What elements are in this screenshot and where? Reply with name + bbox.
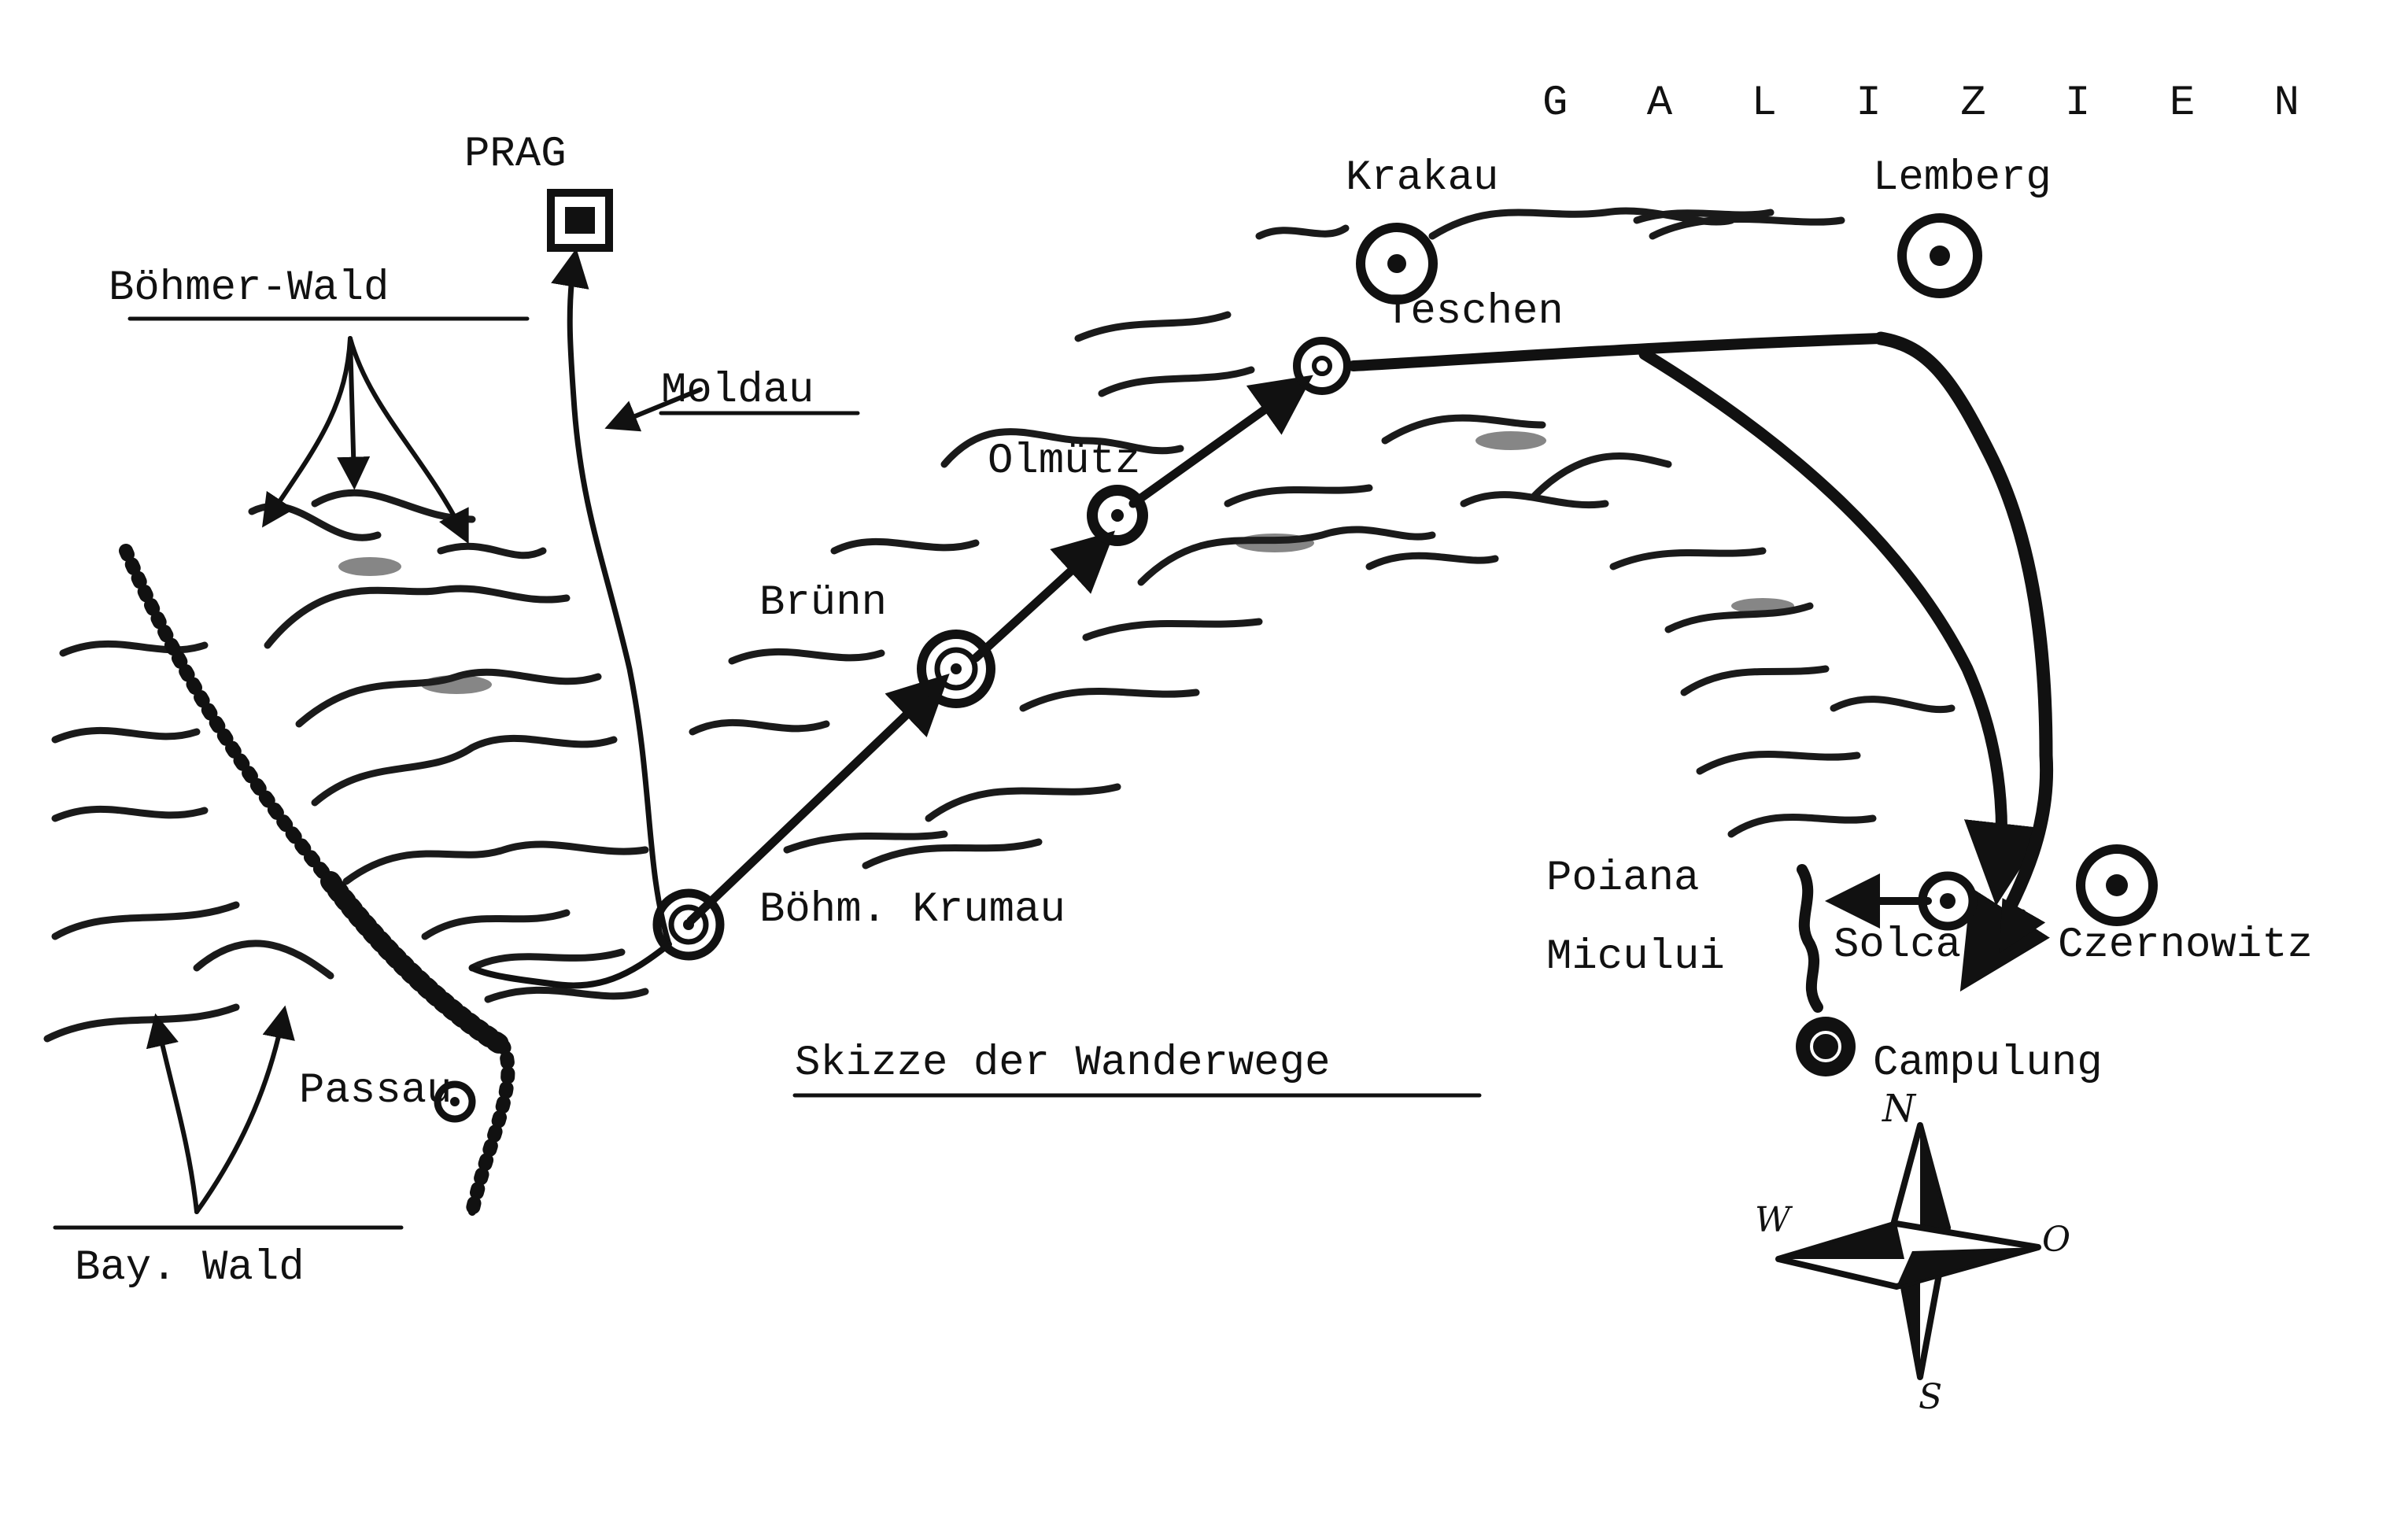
passau-marker (434, 1080, 476, 1123)
ridge (421, 909, 571, 940)
mountain-ridges (43, 207, 1956, 1043)
label-lemberg: Lemberg (1873, 154, 2052, 202)
label-passau: Passau (299, 1067, 452, 1115)
ridge (1224, 484, 1373, 508)
ridge (311, 734, 618, 807)
ridge (51, 805, 209, 822)
ridge (1098, 366, 1255, 397)
label-teschen: Teschen (1385, 288, 1564, 336)
place-labels: G A L I Z I E N PRAG Böhmer-Wald Moldau … (75, 79, 2326, 1292)
ridge (830, 537, 980, 555)
label-campulung: Campulung (1873, 1039, 2103, 1087)
mountain-shading (338, 431, 1794, 694)
label-boehm-krumau: Böhm. Krumau (759, 886, 1066, 934)
ridge (689, 718, 830, 736)
moldau-river-route (551, 248, 672, 947)
compass-east: O (2042, 1220, 2070, 1260)
ridge (1830, 696, 1956, 714)
prag-marker (547, 189, 613, 252)
label-olmuetz: Olmütz (988, 438, 1140, 486)
ridge (1074, 311, 1232, 342)
campulung-marker (1796, 1017, 1856, 1076)
ridge (728, 648, 885, 665)
label-bay-wald: Bay. Wald (75, 1244, 305, 1292)
label-prag: PRAG (464, 131, 567, 179)
compass-south: S (1919, 1377, 1942, 1417)
bay-wald-arrows (146, 1005, 295, 1214)
compass-west: W (1755, 1200, 1793, 1240)
ridge (1082, 618, 1263, 641)
ridge (342, 840, 649, 885)
label-moldau: Moldau (661, 367, 814, 415)
ridge (51, 726, 201, 744)
label-boehmer-wald: Böhmer-Wald (109, 264, 389, 312)
krumau-outflow (469, 941, 672, 989)
krakau-marker (1356, 223, 1438, 305)
label-krakau: Krakau (1346, 154, 1498, 202)
ridge (1680, 665, 1830, 696)
ridge (264, 585, 571, 649)
label-poiana: Poiana (1546, 855, 1699, 903)
ridge (437, 542, 547, 559)
ridge (940, 428, 1184, 468)
region-label-galizien: G A L I Z I E N (1542, 79, 2326, 127)
ridge (468, 948, 626, 972)
ridge (1381, 414, 1546, 445)
ridge (51, 901, 240, 940)
map-title: Skizze der Wanderwege (795, 1039, 1331, 1087)
ridge (1664, 602, 1814, 633)
boehmer-wald-arrows (262, 336, 469, 545)
compass-north: N (1882, 1087, 1917, 1131)
moldau-pointer-arrow (604, 387, 703, 432)
ridge (1633, 209, 1775, 224)
label-czernowitz: Czernowitz (2058, 921, 2313, 969)
teschen-marker (1293, 337, 1351, 395)
ridge (1727, 814, 1877, 838)
lemberg-marker (1897, 213, 1982, 298)
ridge (1609, 547, 1767, 570)
poiana-river-mark (1797, 864, 1823, 1013)
ridge (862, 838, 1043, 870)
olmuetz-marker (1087, 485, 1148, 546)
ridge (43, 1003, 240, 1043)
ridge (783, 830, 948, 854)
label-solca: Solca (1834, 921, 1961, 969)
town-symbols (434, 189, 2158, 1123)
label-bruenn: Brünn (759, 579, 887, 627)
solca-marker (1918, 871, 1978, 931)
main-route (686, 331, 2054, 992)
czernowitz-marker (2076, 844, 2158, 926)
ridge (1019, 687, 1200, 712)
ridge (1531, 452, 1672, 500)
label-micului: Micului (1546, 933, 1725, 981)
ridge (59, 640, 209, 657)
bruenn-marker (917, 630, 995, 708)
ridge (1649, 215, 1845, 240)
ridge (925, 783, 1121, 822)
border-line (119, 544, 515, 1219)
krumau-marker (652, 888, 725, 961)
ridge (1137, 526, 1436, 586)
compass-rose: N W O S (1755, 1087, 2070, 1417)
ridge (1696, 751, 1861, 775)
ridge (1365, 552, 1499, 570)
ridge (484, 986, 649, 1003)
ridge (1255, 224, 1350, 240)
ridge (193, 940, 334, 980)
